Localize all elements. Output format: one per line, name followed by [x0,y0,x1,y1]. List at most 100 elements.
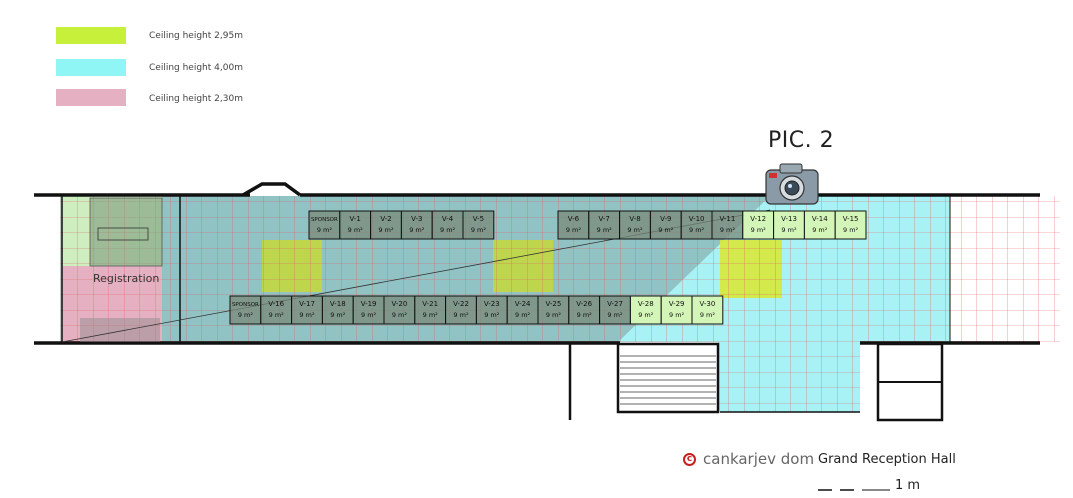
booth-v-23-box [475,295,508,325]
booth-v-12-box [742,210,775,240]
booth-v-23-label: V-23 [484,300,500,308]
booth-v-4-label: V-4 [442,215,454,223]
booth-v-16-size: 9 m² [269,311,285,319]
brand-name: cankarjev dom [703,450,815,468]
booth-v-17-label: V-17 [299,300,315,308]
legend-label-2-30: Ceiling height 2,30m [149,94,243,104]
booth-sponsor-bottom-size: 9 m² [238,311,254,319]
booth-v-20-size: 9 m² [392,311,408,319]
booth-v-12-label: V-12 [750,215,766,223]
registration-label: Registration [93,272,160,285]
registration-area [80,197,163,342]
booth-v-30-size: 9 m² [700,311,716,319]
booth-v-14-label: V-14 [812,215,828,223]
booth-v-20-box [383,295,416,325]
booth-v-12-size: 9 m² [751,226,767,234]
legend-swatch-2-95 [56,27,126,44]
booth-v-25-size: 9 m² [546,311,562,319]
booth-v-27-label: V-27 [607,300,623,308]
booth-v-25-label: V-25 [545,300,561,308]
booth-v-22-label: V-22 [453,300,469,308]
camera-icon [765,163,819,205]
booth-v-6-box [557,210,590,240]
legend-swatch-4-00 [56,59,126,76]
booth-v-1-label: V-1 [350,215,361,223]
booth-v-26-size: 9 m² [577,311,593,319]
booth-v-20-label: V-20 [391,300,407,308]
cankarjev-logo-icon: c [683,452,696,466]
booth-v-9-label: V-9 [660,215,671,223]
booth-sponsor-bottom-box [229,295,262,325]
booth-sponsor-top-label: SPONSOR [311,217,338,223]
booth-v-9-size: 9 m² [658,226,674,234]
booth-v-10-label: V-10 [689,215,705,223]
booth-v-29-label: V-29 [669,300,685,308]
booth-v-17-size: 9 m² [299,311,315,319]
booth-v-29-box [660,295,693,325]
booth-v-21-label: V-21 [422,300,438,308]
booth-v-15-box [834,210,867,240]
booth-v-7-size: 9 m² [597,226,613,234]
booth-v-15-size: 9 m² [843,226,859,234]
hall-name: Grand Reception Hall [818,452,956,467]
booth-v-10-size: 9 m² [689,226,705,234]
booth-v-24-box [506,295,539,325]
booth-v-30-label: V-30 [699,300,715,308]
booth-v-22-size: 9 m² [453,311,469,319]
booth-v-13-label: V-13 [781,215,797,223]
booth-v-4-box [431,210,464,240]
booth-v-4-size: 9 m² [440,226,456,234]
booth-v-25-box [537,295,570,325]
legend-label-2-95: Ceiling height 2,95m [149,31,243,41]
booth-v-2-box [370,210,402,240]
booth-v-6-label: V-6 [568,215,580,223]
booth-v-18-box [321,295,354,325]
booth-v-3-size: 9 m² [409,226,425,234]
brand: c cankarjev dom [683,450,814,468]
booth-row-top-right: V-69 m²V-79 m²V-89 m²V-99 m²V-109 m²V-11… [557,210,867,240]
booth-v-8-box [619,210,651,240]
booth-v-10-box [680,210,713,240]
booth-v-3-label: V-3 [411,215,422,223]
booth-v-29-size: 9 m² [669,311,685,319]
booth-sponsor-top-box [308,210,341,240]
pic-label: PIC. 2 [768,128,835,153]
booth-v-14-size: 9 m² [812,226,828,234]
booth-v-18-size: 9 m² [330,311,346,319]
booth-v-19-size: 9 m² [361,311,377,319]
walls [34,182,1040,422]
legend-label-4-00: Ceiling height 4,00m [149,63,243,73]
booth-v-28-label: V-28 [638,300,654,308]
booth-v-27-size: 9 m² [607,311,623,319]
booth-v-24-size: 9 m² [515,311,531,319]
booth-v-21-box [414,295,447,325]
booth-v-5-box [462,210,495,240]
booth-v-11-label: V-11 [719,215,735,223]
scale-label: 1 m [895,478,921,493]
booth-v-28-size: 9 m² [638,311,654,319]
booth-v-21-size: 9 m² [423,311,439,319]
booth-v-13-size: 9 m² [781,226,797,234]
booth-v-6-size: 9 m² [566,226,582,234]
booth-v-2-label: V-2 [380,215,391,223]
booth-v-9-box [649,210,682,240]
booth-v-2-size: 9 m² [378,226,394,234]
booth-v-26-box [568,295,601,325]
booth-v-18-label: V-18 [330,300,346,308]
booth-v-16-label: V-16 [268,300,284,308]
booth-v-1-box [339,210,372,240]
booth-row-bottom: SPONSOR 9 m² V-16 9 m² V-17 9 m² V-18 9 m² V-19 9… [229,295,724,325]
booth-v-1-size: 9 m² [348,226,364,234]
booth-v-7-label: V-7 [599,215,610,223]
booth-v-14-box [803,210,836,240]
booth-v-24-label: V-24 [515,300,531,308]
booth-v-8-size: 9 m² [627,226,643,234]
booth-v-11-size: 9 m² [720,226,736,234]
booth-sponsor-bottom-label: SPONSOR [232,302,259,308]
booth-v-26-label: V-26 [576,300,592,308]
booth-sponsor-top-size: 9 m² [317,226,333,234]
booth-v-19-box [352,295,385,325]
booth-v-19-label: V-19 [361,300,377,308]
booth-v-23-size: 9 m² [484,311,500,319]
